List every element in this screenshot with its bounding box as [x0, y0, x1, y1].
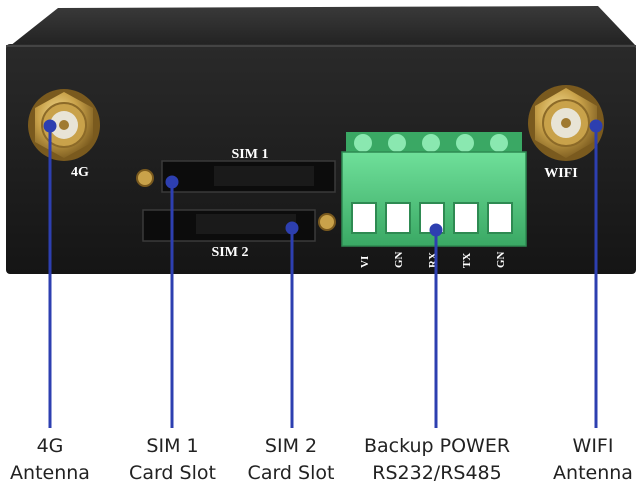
antenna-connector-4g: [28, 89, 100, 161]
callout-lines: [43, 119, 603, 428]
terminal-block: [341, 132, 527, 247]
callout-label-line2: RS232/RS485: [372, 462, 502, 484]
callout-dot-4g: [43, 119, 57, 133]
callout-label-4g-antenna: 4G Antenna: [0, 433, 100, 487]
terminal-pin-label: GN: [495, 251, 507, 268]
slot-label-sim1: SIM 1: [232, 147, 269, 162]
port-label-4g: 4G: [71, 165, 89, 180]
callout-label-line1: WIFI: [572, 435, 614, 457]
callout-label-line1: 4G: [36, 435, 64, 457]
callout-label-sim1-slot: SIM 1 Card Slot: [110, 433, 235, 487]
led-indicator: [318, 213, 336, 231]
antenna-connector-wifi: [528, 85, 604, 161]
callout-dot-terminal: [429, 223, 443, 237]
callout-label-sim2-slot: SIM 2 Card Slot: [235, 433, 347, 487]
callout-dot-sim2: [285, 221, 299, 235]
callout-label-line2: Card Slot: [129, 462, 216, 484]
callout-label-line1: SIM 1: [146, 435, 199, 457]
port-label-wifi: WIFI: [544, 166, 577, 181]
callout-label-wifi-antenna: WIFI Antenna: [546, 433, 640, 487]
callout-label-line2: Card Slot: [247, 462, 335, 484]
callout-label-line1: Backup POWER: [363, 435, 511, 457]
terminal-pin-label: TX: [461, 253, 473, 268]
led-indicator: [136, 169, 154, 187]
callout-label-backup-power: Backup POWER RS232/RS485: [348, 433, 526, 487]
callout-dot-sim1: [165, 175, 179, 189]
sim1-slot: [161, 160, 336, 193]
terminal-pin-label: GN: [393, 251, 405, 268]
callout-label-line1: SIM 2: [264, 435, 318, 457]
callout-label-line2: Antenna: [553, 462, 633, 484]
callout-dot-wifi: [589, 119, 603, 133]
slot-label-sim2: SIM 2: [212, 245, 249, 260]
callout-label-line2: Antenna: [10, 462, 90, 484]
terminal-pin-label: VI: [359, 256, 371, 268]
